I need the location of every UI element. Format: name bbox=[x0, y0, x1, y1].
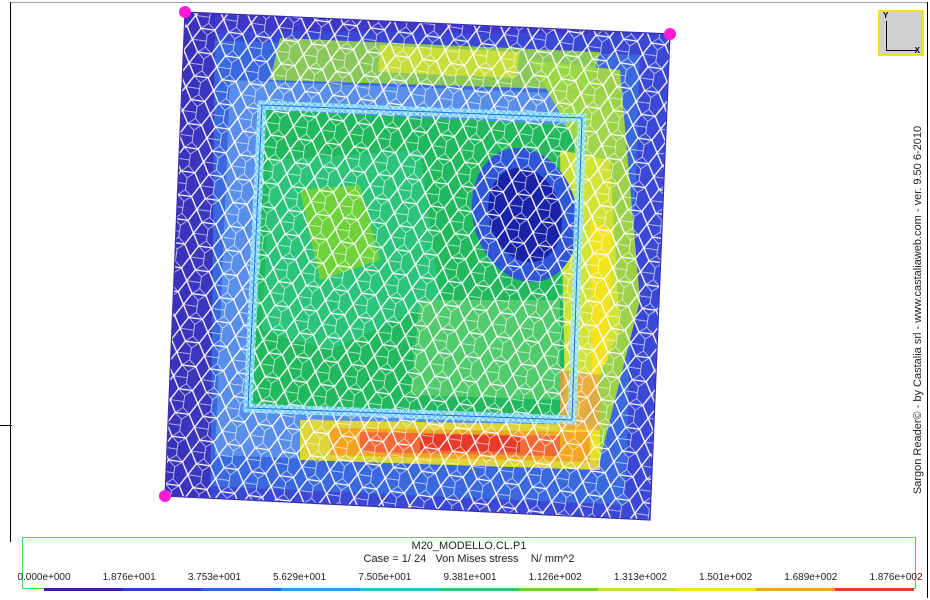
support-node-top-right[interactable] bbox=[664, 28, 676, 40]
legend-tick: 9.381e+001 bbox=[443, 572, 497, 583]
legend-tick: 3.753e+001 bbox=[187, 572, 241, 583]
plate-contour bbox=[165, 12, 670, 520]
legend-tick: 1.876e+002 bbox=[869, 572, 923, 583]
plate-outline bbox=[164, 11, 671, 521]
legend-case: Case = 1/ 24 bbox=[363, 553, 427, 565]
legend-tick: 1.876e+001 bbox=[102, 572, 156, 583]
colorbar-segment bbox=[755, 588, 835, 591]
legend-colorbar bbox=[44, 588, 915, 591]
frame-border-stub bbox=[0, 425, 12, 426]
frame-border-right bbox=[927, 2, 928, 598]
legend-result: Von Mises stress bbox=[435, 553, 519, 565]
axis-y-line bbox=[886, 21, 887, 51]
colorbar-segment bbox=[123, 588, 203, 591]
support-node-top-left[interactable] bbox=[179, 6, 191, 18]
colorbar-segment bbox=[518, 588, 598, 591]
colorbar-segment bbox=[44, 588, 124, 591]
axis-triad-icon[interactable]: Y X bbox=[878, 10, 924, 56]
colorbar-segment bbox=[360, 588, 440, 591]
axis-y-label: Y bbox=[883, 11, 889, 20]
legend-tick: 1.126e+002 bbox=[528, 572, 582, 583]
support-node-bottom-left[interactable] bbox=[159, 490, 171, 502]
legend-units: N/ mm^2 bbox=[530, 553, 575, 565]
legend-tick: 1.313e+002 bbox=[613, 572, 667, 583]
frame-border-left bbox=[10, 2, 11, 542]
frame-border-top bbox=[10, 2, 928, 3]
colorbar-segment bbox=[281, 588, 361, 591]
legend-model-name: M20_MODELLO.CL.P1 bbox=[411, 540, 527, 552]
colorbar-segment bbox=[676, 588, 756, 591]
colorbar-segment bbox=[597, 588, 677, 591]
axis-x-label: X bbox=[914, 46, 920, 55]
colorbar-segment bbox=[834, 588, 915, 591]
viewer-caption: Sargon Reader© - by Castalia srl - www.c… bbox=[912, 125, 924, 495]
legend-tick: 0.000e+000 bbox=[17, 572, 71, 583]
axis-x-line bbox=[886, 50, 916, 51]
colorbar-segment bbox=[202, 588, 282, 591]
colorbar-segment bbox=[439, 588, 519, 591]
legend-tick: 1.501e+002 bbox=[699, 572, 753, 583]
legend-tick: 7.505e+001 bbox=[358, 572, 412, 583]
legend-tick: 1.689e+002 bbox=[784, 572, 838, 583]
legend-tick: 5.629e+001 bbox=[273, 572, 327, 583]
legend-tick-labels: 0.000e+000 1.876e+001 3.753e+001 5.629e+001… bbox=[0, 572, 930, 586]
legend-panel: M20_MODELLO.CL.P1 Case = 1/ 24 Von Mises… bbox=[22, 537, 916, 589]
legend-case-line: Case = 1/ 24 Von Mises stress N/ mm^2 bbox=[23, 553, 915, 565]
